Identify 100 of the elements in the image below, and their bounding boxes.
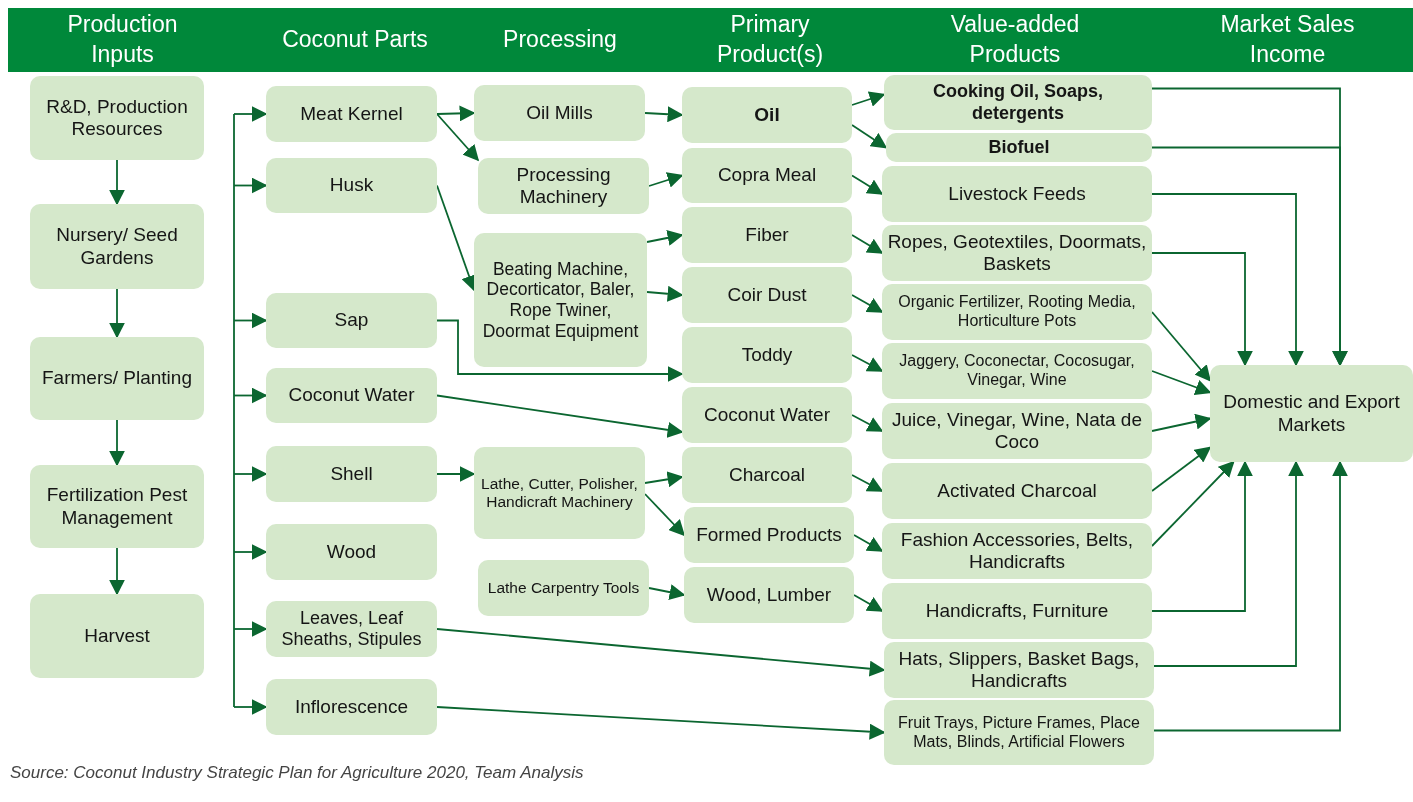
arrow <box>644 106 684 123</box>
arrow <box>851 234 884 254</box>
column-heading: Value-added Products <box>949 10 1081 69</box>
box-label: Hats, Slippers, Basket Bags, Handicrafts <box>897 647 1141 693</box>
arrow <box>233 621 268 637</box>
process-box <box>266 158 437 213</box>
arrow <box>1151 311 1212 382</box>
box-label: Biofuel <box>988 136 1050 159</box>
process-box <box>884 700 1154 765</box>
arrow <box>436 319 684 382</box>
arrow <box>436 105 476 122</box>
arrow <box>1153 460 1348 732</box>
arrow <box>233 466 268 482</box>
process-box <box>682 447 852 503</box>
arrow <box>851 354 884 372</box>
process-box <box>266 86 437 142</box>
column-heading: Production Inputs <box>66 10 179 69</box>
arrow <box>851 414 884 432</box>
box-label: Leaves, Leaf Sheaths, Stipules <box>280 607 423 651</box>
process-box <box>266 293 437 348</box>
process-box <box>478 158 649 214</box>
process-box <box>266 601 437 657</box>
process-box <box>474 85 645 141</box>
arrow <box>109 419 125 467</box>
process-box <box>684 567 854 623</box>
box-label: Charcoal <box>728 463 805 487</box>
process-box <box>30 594 204 678</box>
box-label: Sap <box>334 309 369 332</box>
box-label: Processing Machinery <box>515 163 612 209</box>
process-box <box>882 583 1152 639</box>
arrow <box>233 544 268 560</box>
box-label: Wood <box>326 540 377 564</box>
box-label: Beating Machine, Decorticator, Baler, Rope Twiner, Doormat Equipment <box>481 258 640 342</box>
process-box <box>30 76 204 160</box>
arrow <box>233 312 268 329</box>
column-heading: Processing <box>502 25 618 55</box>
arrow <box>646 285 684 302</box>
process-box <box>882 284 1152 340</box>
box-label: Nursery/ Seed Gardens <box>55 224 179 269</box>
arrow <box>1151 193 1304 367</box>
process-box <box>266 679 437 735</box>
box-label: Coir Dust <box>727 283 807 307</box>
process-box <box>30 465 204 548</box>
process-box <box>30 337 204 420</box>
box-label: Shell <box>330 462 373 486</box>
arrow <box>1151 252 1253 367</box>
arrow <box>648 584 686 600</box>
box-label: Fiber <box>745 223 789 247</box>
arrow <box>109 288 125 339</box>
box-label: Lathe, Cutter, Polisher, Handicraft Machinery <box>480 474 639 512</box>
box-label: Handicrafts, Furniture <box>925 599 1109 623</box>
process-box <box>682 327 852 383</box>
column-heading: Market Sales Income <box>1219 10 1356 69</box>
market-box <box>1210 365 1413 462</box>
arrow <box>436 113 480 162</box>
arrow <box>1151 413 1212 432</box>
arrow <box>233 177 268 194</box>
box-label: Inflorescence <box>295 695 408 719</box>
process-box <box>884 642 1154 698</box>
process-box <box>682 387 852 443</box>
box-label: Coconut Water <box>704 403 830 427</box>
arrow <box>853 594 884 612</box>
column-heading: Coconut Parts <box>281 25 429 55</box>
box-label: Fertilization Pest Management <box>45 484 189 529</box>
box-label: Wood, Lumber <box>706 583 832 607</box>
box-label: Toddy <box>741 343 793 367</box>
box-label: R&D, Production Resources <box>45 95 189 141</box>
arrow <box>851 91 886 107</box>
process-box <box>474 447 645 539</box>
arrow <box>851 474 884 492</box>
arrow <box>1151 146 1348 367</box>
box-label: Oil <box>754 103 780 127</box>
box-label: Livestock Feeds <box>948 182 1086 206</box>
arrow <box>853 534 884 552</box>
box-label: Husk <box>329 174 374 197</box>
box-label: Oil Mills <box>526 101 593 125</box>
arrow <box>436 394 684 438</box>
box-label: Cooking Oil, Soaps, detergents <box>932 81 1104 124</box>
box-label: Ropes, Geotextiles, Doormats, Baskets <box>886 230 1148 276</box>
arrow <box>436 628 886 677</box>
arrow <box>109 159 125 206</box>
box-label: Coconut Water <box>288 384 415 407</box>
process-box <box>882 523 1152 579</box>
arrow <box>1151 446 1212 492</box>
box-label: Fruit Trays, Picture Frames, Place Mats, Blinds, Artificial Flowers <box>897 713 1141 752</box>
arrow <box>851 174 884 195</box>
arrow <box>648 172 684 188</box>
arrow <box>233 106 268 122</box>
process-box <box>682 148 852 203</box>
process-box <box>882 166 1152 222</box>
box-label: Jaggery, Coconectar, Cocosugar, Vinegar, Wine <box>898 352 1136 390</box>
process-box <box>266 368 437 423</box>
arrow <box>851 294 884 313</box>
box-label: Lathe Carpentry Tools <box>487 578 640 598</box>
process-box <box>682 87 852 143</box>
process-box <box>474 233 647 367</box>
arrow <box>851 124 888 149</box>
arrow <box>436 706 886 740</box>
connector-trunk <box>233 113 235 708</box>
source-note: Source: Coconut Industry Strategic Plan for Agriculture 2020, Team Analysis <box>10 763 584 783</box>
